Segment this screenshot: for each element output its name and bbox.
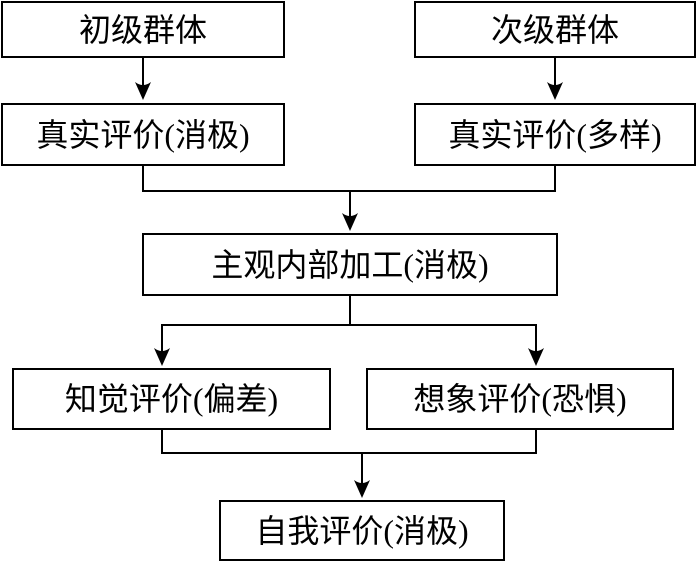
- node-label: 自我评价(消极): [255, 512, 469, 549]
- node-real-evaluation-diverse: 真实评价(多样): [414, 103, 696, 166]
- node-subjective-internal-processing: 主观内部加工(消极): [142, 233, 558, 296]
- node-secondary-group: 次级群体: [414, 1, 696, 58]
- node-label: 真实评价(消极): [36, 116, 250, 153]
- node-label: 主观内部加工(消极): [211, 246, 489, 283]
- node-real-evaluation-negative: 真实评价(消极): [1, 103, 285, 166]
- arrowhead-down-icon: [135, 82, 151, 100]
- node-self-evaluation-negative: 自我评价(消极): [219, 500, 505, 561]
- node-label: 真实评价(多样): [448, 116, 662, 153]
- node-label: 初级群体: [78, 11, 207, 48]
- node-label: 想象评价(恐惧): [413, 381, 627, 417]
- arrowhead-down-icon: [528, 348, 544, 366]
- node-primary-group: 初级群体: [1, 1, 285, 58]
- arrowhead-down-icon: [342, 213, 358, 231]
- node-imagined-evaluation-fear: 想象评价(恐惧): [366, 368, 674, 430]
- arrowhead-down-icon: [154, 348, 170, 366]
- node-label: 次级群体: [490, 11, 619, 48]
- node-perceptual-evaluation-bias: 知觉评价(偏差): [12, 368, 331, 430]
- node-label: 知觉评价(偏差): [64, 381, 279, 417]
- arrowhead-down-icon: [354, 480, 370, 498]
- arrowhead-down-icon: [547, 82, 563, 100]
